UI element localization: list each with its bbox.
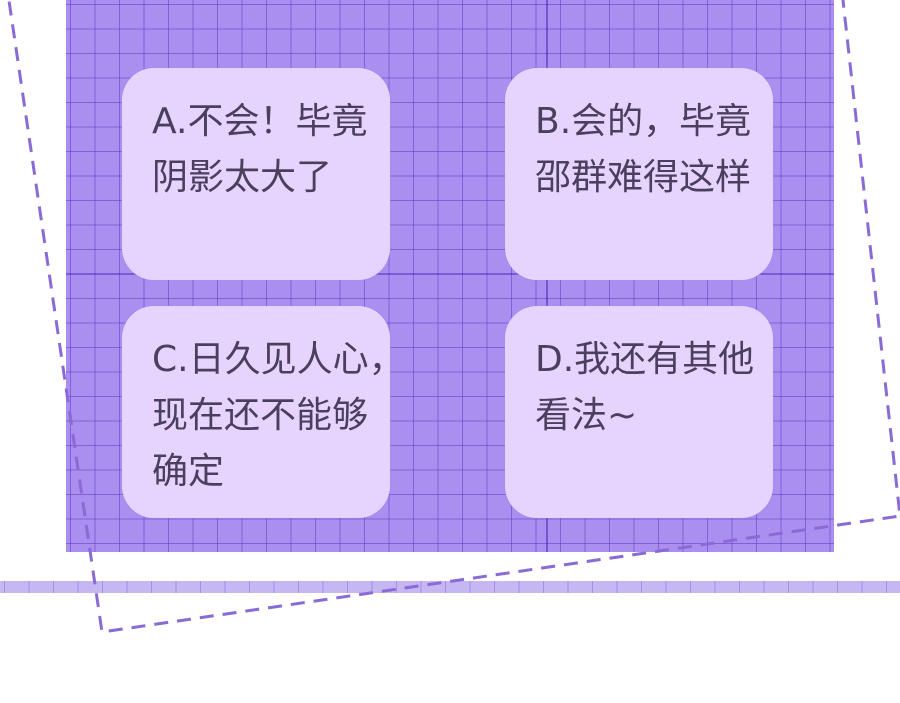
- option-c-line-1: C.日久见人心，: [152, 339, 405, 380]
- option-c-text: C.日久见人心， 现在还不能够 确定: [152, 332, 405, 500]
- option-card-a[interactable]: A.不会！毕竟 阴影太大了: [122, 68, 390, 280]
- option-a-line-1: A.不会！毕竟: [152, 101, 368, 142]
- option-c-line-3: 确定: [152, 451, 225, 492]
- option-card-d[interactable]: D.我还有其他 看法~: [505, 306, 773, 518]
- option-card-c[interactable]: C.日久见人心， 现在还不能够 确定: [122, 306, 405, 518]
- option-c-line-2: 现在还不能够: [152, 395, 369, 436]
- option-a-line-2: 阴影太大了: [152, 157, 333, 198]
- option-d-line-2: 看法~: [535, 395, 638, 436]
- option-d-text: D.我还有其他 看法~: [535, 332, 755, 444]
- option-b-line-1: B.会的，毕竟: [535, 101, 752, 142]
- option-d-line-1: D.我还有其他: [535, 339, 755, 380]
- option-card-b[interactable]: B.会的，毕竟 邵群难得这样: [505, 68, 773, 280]
- option-b-text: B.会的，毕竟 邵群难得这样: [535, 94, 755, 206]
- option-a-text: A.不会！毕竟 阴影太大了: [152, 94, 372, 206]
- bottom-grid-strip: [0, 581, 900, 593]
- option-b-line-2: 邵群难得这样: [535, 157, 752, 198]
